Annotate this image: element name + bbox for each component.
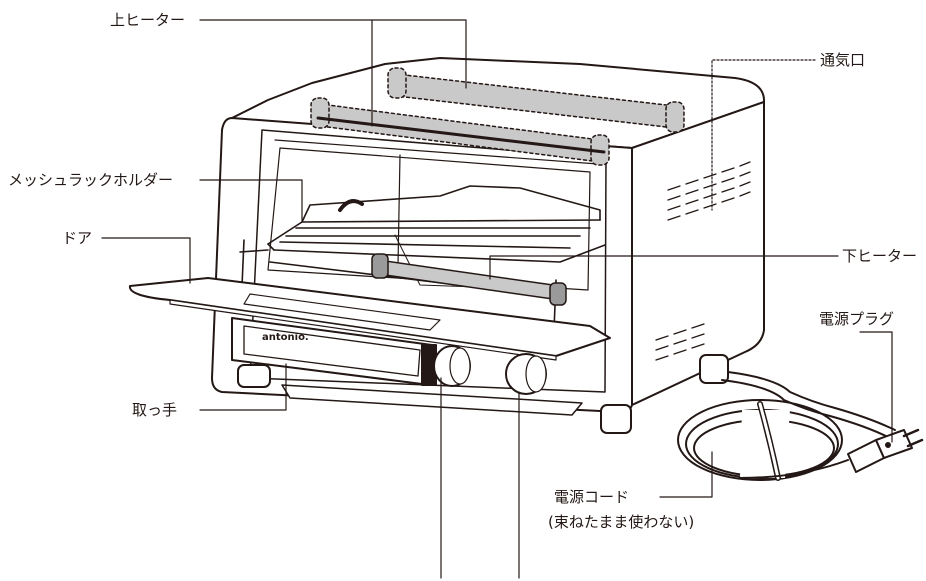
vent-slots [655, 161, 751, 361]
label-lower-heater: 下ヒーター [842, 247, 918, 265]
label-door: ドア [62, 229, 93, 247]
leader-lines [101, 19, 893, 579]
door [128, 277, 611, 361]
label-upper-heater: 上ヒーター [110, 11, 186, 29]
handle [231, 317, 437, 386]
label-power-cord: 電源コード [554, 488, 630, 506]
power-plug [847, 428, 924, 473]
power-cord [677, 371, 896, 481]
lower-heater [371, 253, 567, 306]
label-power-cord-note: (束ねたまま使わない) [548, 513, 695, 531]
label-mesh-rack-holder: メッシュラックホルダー [8, 171, 174, 189]
label-handle: 取っ手 [132, 401, 178, 419]
brand-logo-text: antonio. [262, 332, 309, 343]
knobs [433, 345, 547, 395]
label-power-plug: 電源プラグ [819, 310, 895, 328]
label-vent: 通気口 [820, 51, 866, 69]
